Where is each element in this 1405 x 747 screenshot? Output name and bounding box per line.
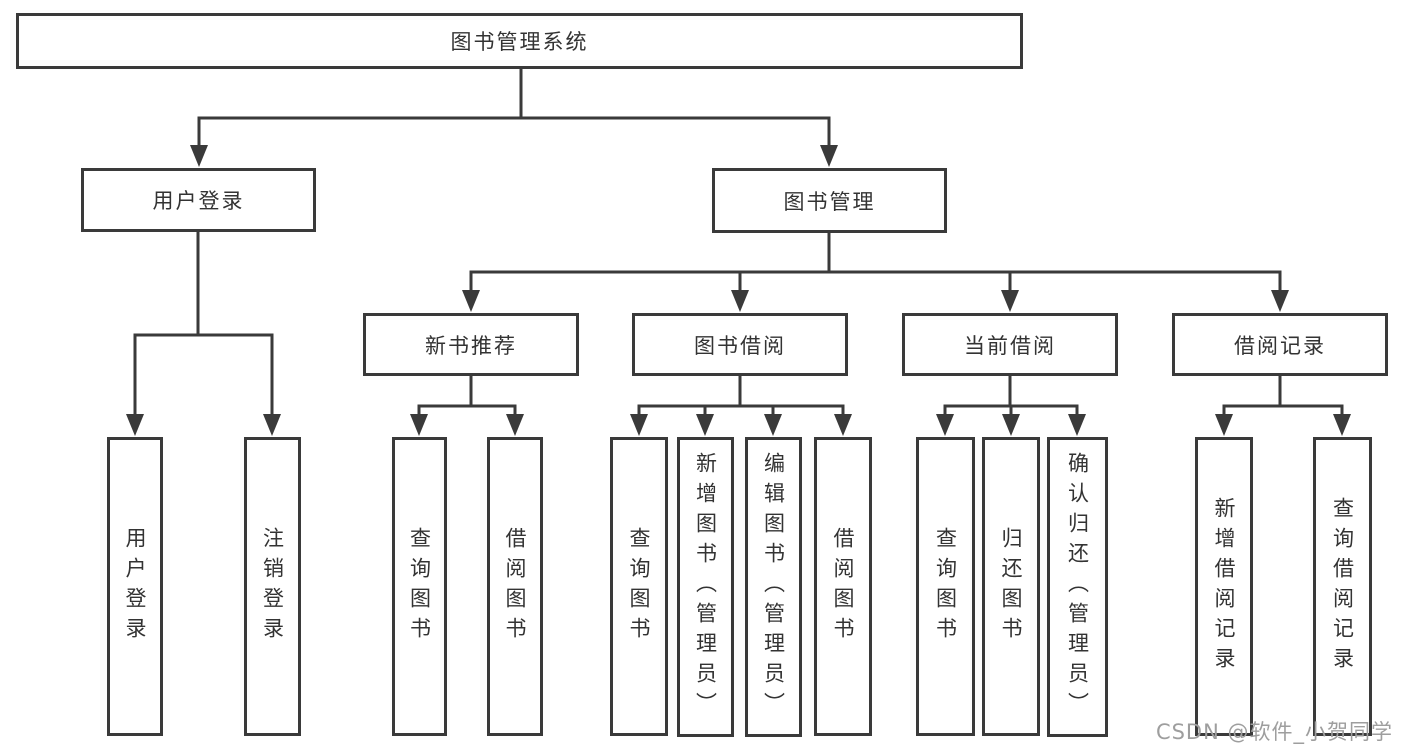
csdn-watermark: CSDN @软件_小贺同学 bbox=[1155, 720, 1393, 744]
arrow-down-icon bbox=[1215, 414, 1233, 436]
leaf-query-books-recommend: 查询图书 bbox=[392, 437, 447, 736]
leaf-logout: 注销登录 bbox=[244, 437, 301, 736]
leaf-add-borrow-record: 新增借阅记录 bbox=[1195, 437, 1253, 736]
arrow-down-icon bbox=[936, 414, 954, 436]
arrow-down-icon bbox=[1001, 290, 1019, 312]
leaf-return-book: 归还图书 bbox=[982, 437, 1040, 736]
arrow-down-icon bbox=[1068, 414, 1086, 436]
node-book-management: 图书管理 bbox=[712, 168, 947, 233]
arrow-down-icon bbox=[834, 414, 852, 436]
node-book-borrow: 图书借阅 bbox=[632, 313, 848, 376]
arrow-down-icon bbox=[820, 145, 838, 167]
node-root: 图书管理系统 bbox=[16, 13, 1023, 69]
arrow-down-icon bbox=[462, 290, 480, 312]
arrow-down-icon bbox=[1271, 290, 1289, 312]
arrow-down-icon bbox=[1333, 414, 1351, 436]
arrow-down-icon bbox=[410, 414, 428, 436]
arrow-down-icon bbox=[1002, 414, 1020, 436]
leaf-confirm-return-admin: 确认归还（管理员） bbox=[1047, 437, 1108, 737]
leaf-borrow-books-recommend: 借阅图书 bbox=[487, 437, 543, 736]
node-user-login: 用户登录 bbox=[81, 168, 316, 232]
arrow-down-icon bbox=[731, 290, 749, 312]
arrow-down-icon bbox=[630, 414, 648, 436]
leaf-edit-book-admin: 编辑图书（管理员） bbox=[745, 437, 802, 737]
arrow-down-icon bbox=[126, 414, 144, 436]
leaf-add-book-admin: 新增图书（管理员） bbox=[677, 437, 734, 737]
arrow-down-icon bbox=[696, 414, 714, 436]
arrow-down-icon bbox=[764, 414, 782, 436]
node-new-book-recommend: 新书推荐 bbox=[363, 313, 579, 376]
arrow-down-icon bbox=[263, 414, 281, 436]
arrow-down-icon bbox=[506, 414, 524, 436]
arrow-down-icon bbox=[190, 145, 208, 167]
node-current-borrow: 当前借阅 bbox=[902, 313, 1118, 376]
leaf-query-borrow-record: 查询借阅记录 bbox=[1313, 437, 1372, 736]
node-borrow-records: 借阅记录 bbox=[1172, 313, 1388, 376]
leaf-borrow-books: 借阅图书 bbox=[814, 437, 872, 736]
leaf-user-login: 用户登录 bbox=[107, 437, 163, 736]
leaf-query-books-current: 查询图书 bbox=[916, 437, 975, 736]
leaf-query-books-borrow: 查询图书 bbox=[610, 437, 668, 736]
